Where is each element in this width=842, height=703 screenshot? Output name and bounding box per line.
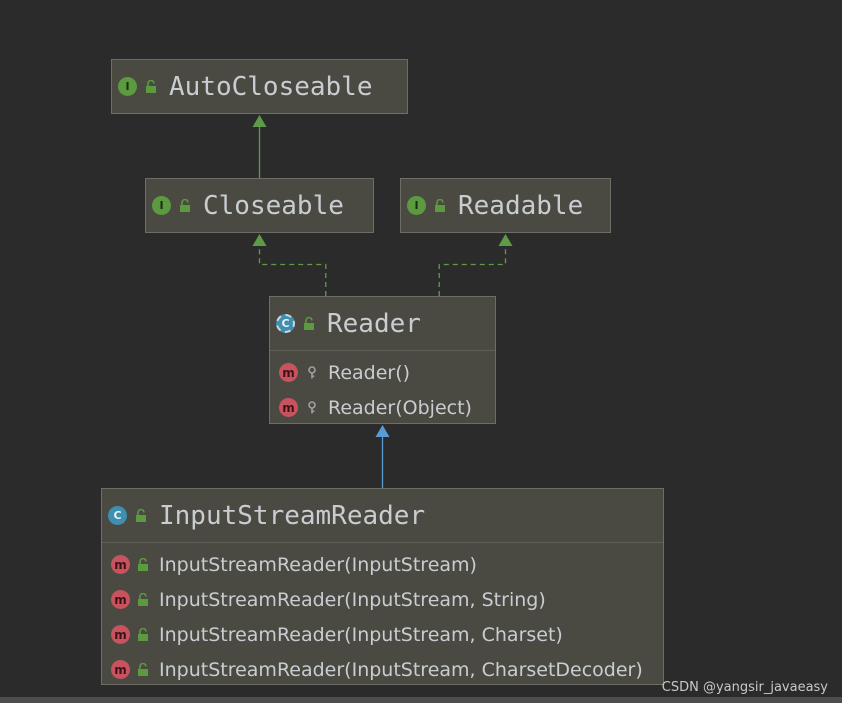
member-row[interactable]: m InputStreamReader(InputStream): [102, 547, 663, 582]
node-title: AutoCloseable: [169, 71, 373, 102]
node-header: C InputStreamReader: [102, 489, 663, 543]
interface-icon: I: [118, 77, 137, 96]
arrowhead-reader-readable: [498, 234, 513, 246]
method-icon: m: [111, 660, 130, 679]
member-list: m Reader() m Reader(Object): [270, 351, 495, 425]
node-header: I AutoCloseable: [112, 60, 407, 113]
unlocked-icon: [435, 198, 445, 212]
member-row[interactable]: m InputStreamReader(InputStream, String): [102, 582, 663, 617]
bottom-scrollbar[interactable]: [0, 697, 842, 703]
method-icon: m: [111, 590, 130, 609]
protected-key-icon: [308, 365, 316, 378]
node-title: InputStreamReader: [159, 500, 426, 531]
member-row[interactable]: m Reader(): [270, 355, 495, 390]
unlocked-icon: [138, 592, 148, 606]
member-label: InputStreamReader(InputStream, String): [159, 588, 546, 611]
method-icon: m: [111, 625, 130, 644]
node-header: C Reader: [270, 297, 495, 351]
unlocked-icon: [136, 508, 146, 522]
class-icon: C: [108, 506, 127, 525]
member-label: InputStreamReader(InputStream): [159, 553, 477, 576]
member-row[interactable]: m Reader(Object): [270, 390, 495, 425]
unlocked-icon: [146, 79, 156, 93]
method-icon: m: [111, 555, 130, 574]
arrowhead-reader-closeable: [252, 234, 267, 246]
interface-icon: I: [407, 196, 426, 215]
member-row[interactable]: m InputStreamReader(InputStream, Charset…: [102, 652, 663, 687]
node-reader[interactable]: C Reader m Reader() m: [269, 296, 496, 424]
node-readable[interactable]: I Readable: [400, 178, 611, 233]
member-label: Reader(Object): [328, 396, 472, 419]
arrowhead-inputstreamreader-reader: [375, 425, 390, 437]
node-closeable[interactable]: I Closeable: [145, 178, 374, 233]
edge-implements-reader-readable: [438, 245, 507, 296]
node-inputstreamreader[interactable]: C InputStreamReader m InputStreamReader(…: [101, 488, 664, 685]
method-icon: m: [279, 398, 298, 417]
edge-implements-reader-closeable: [258, 245, 327, 296]
node-title: Readable: [458, 190, 584, 221]
node-title: Closeable: [203, 190, 344, 221]
interface-icon: I: [152, 196, 171, 215]
unlocked-icon: [138, 557, 148, 571]
node-header: I Closeable: [146, 179, 373, 232]
member-list: m InputStreamReader(InputStream) m Input…: [102, 543, 663, 687]
protected-key-icon: [308, 400, 316, 413]
unlocked-icon: [304, 316, 314, 330]
member-label: Reader(): [328, 361, 411, 384]
node-autocloseable[interactable]: I AutoCloseable: [111, 59, 408, 114]
unlocked-icon: [138, 627, 148, 641]
unlocked-icon: [180, 198, 190, 212]
node-header: I Readable: [401, 179, 610, 232]
method-icon: m: [279, 363, 298, 382]
watermark: CSDN @yangsir_javaeasy: [661, 680, 828, 695]
arrowhead-closeable-autocloseable: [252, 115, 267, 127]
unlocked-icon: [138, 662, 148, 676]
member-label: InputStreamReader(InputStream, Charset): [159, 623, 563, 646]
member-row[interactable]: m InputStreamReader(InputStream, Charset…: [102, 617, 663, 652]
node-title: Reader: [327, 308, 421, 339]
member-label: InputStreamReader(InputStream, CharsetDe…: [159, 658, 643, 681]
abstract-class-icon: C: [276, 314, 295, 333]
